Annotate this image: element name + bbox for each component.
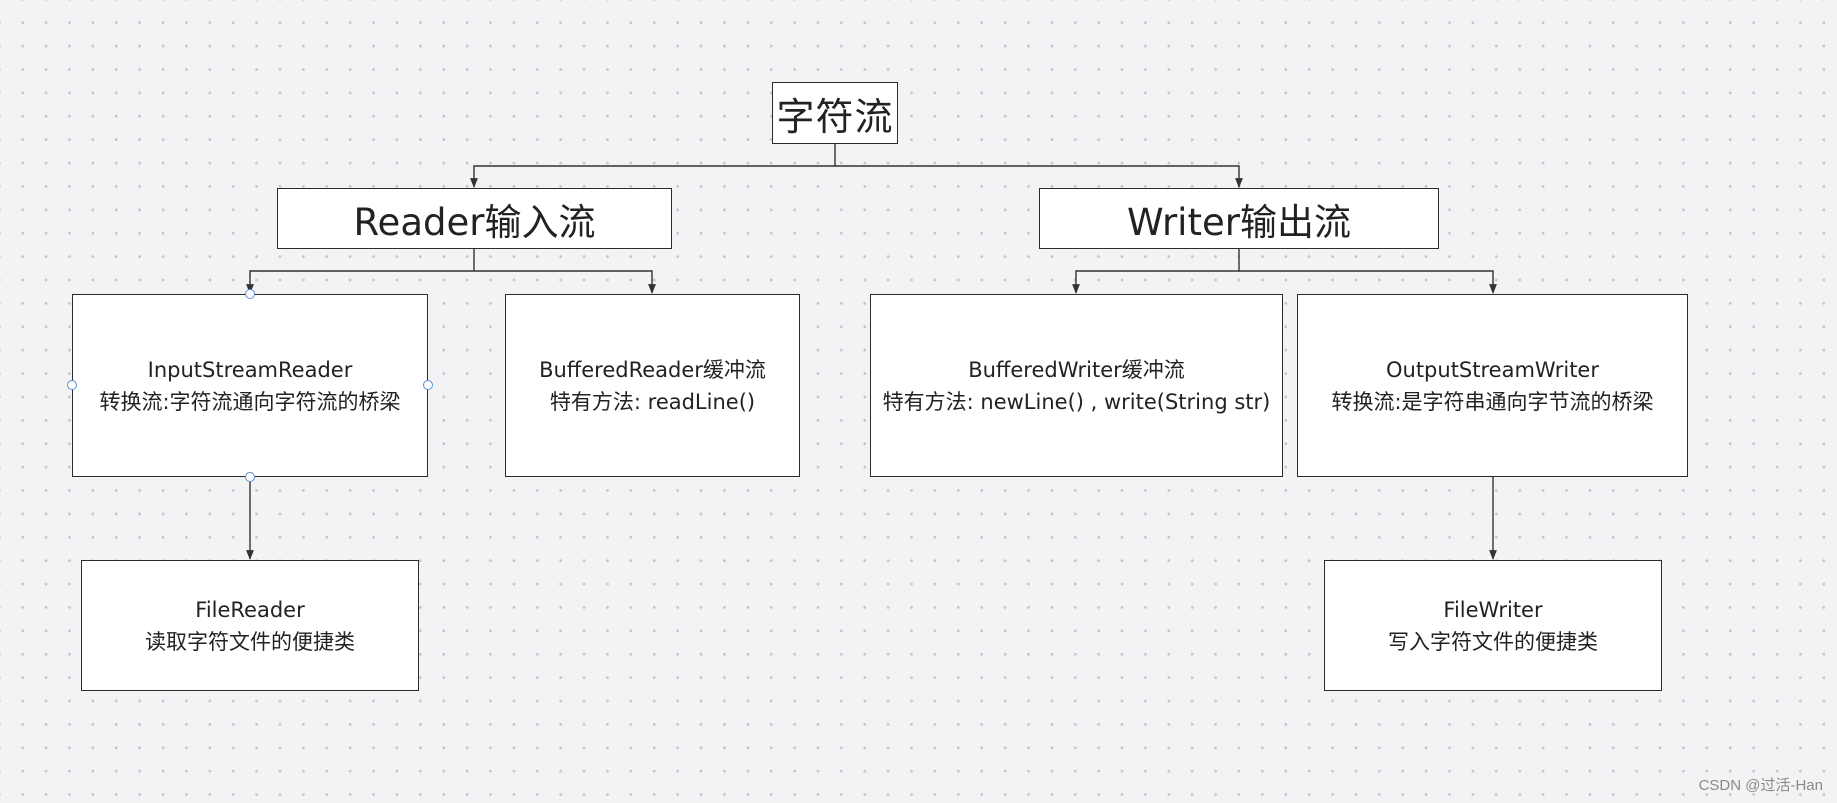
outputstreamwriter-node[interactable]: OutputStreamWriter 转换流:是字符串通向字节流的桥梁 xyxy=(1297,294,1688,477)
connector-root-to-writer xyxy=(835,165,1243,188)
bufferedwriter-description: 特有方法: newLine() , write(String str) xyxy=(882,389,1271,414)
bufferedwriter-node[interactable]: BufferedWriter缓冲流 特有方法: newLine() , writ… xyxy=(870,294,1283,477)
filereader-node[interactable]: FileReader 读取字符文件的便捷类 xyxy=(81,560,419,691)
filereader-description: 读取字符文件的便捷类 xyxy=(145,629,355,654)
selection-handle-bottom[interactable] xyxy=(245,472,255,482)
writer-node-title: Writer输出流 xyxy=(1127,200,1351,244)
outputstreamwriter-description: 转换流:是字符串通向字节流的桥梁 xyxy=(1331,389,1654,414)
bufferedwriter-name: BufferedWriter缓冲流 xyxy=(968,357,1185,382)
inputstreamreader-description: 转换流:字符流通向字符流的桥梁 xyxy=(99,389,401,414)
selection-handle-left[interactable] xyxy=(67,380,77,390)
bufferedreader-description: 特有方法: readLine() xyxy=(549,389,756,414)
filereader-name: FileReader xyxy=(195,597,305,622)
filewriter-name: FileWriter xyxy=(1443,597,1543,622)
watermark-text: CSDN @过活-Han xyxy=(1698,777,1823,794)
selection-handle-top[interactable] xyxy=(245,289,255,299)
outputstreamwriter-name: OutputStreamWriter xyxy=(1385,357,1599,382)
reader-node-title: Reader输入流 xyxy=(353,200,596,244)
connector-root-to-reader xyxy=(470,144,836,188)
root-node-title: 字符流 xyxy=(776,94,894,139)
inputstreamreader-name: InputStreamReader xyxy=(147,357,353,382)
bufferedreader-node[interactable]: BufferedReader缓冲流 特有方法: readLine() xyxy=(505,294,800,477)
filewriter-node[interactable]: FileWriter 写入字符文件的便捷类 xyxy=(1324,560,1662,691)
filewriter-description: 写入字符文件的便捷类 xyxy=(1388,629,1598,654)
connector-writer-to-outputstreamwriter xyxy=(1239,270,1497,294)
connector-writer-to-bufferedwriter xyxy=(1072,249,1240,294)
connector-reader-to-inputstreamreader xyxy=(246,249,475,294)
reader-node[interactable]: Reader输入流 xyxy=(277,188,672,249)
root-node-character-stream[interactable]: 字符流 xyxy=(772,82,898,144)
connector-reader-to-bufferedreader xyxy=(474,270,656,294)
inputstreamreader-node[interactable]: InputStreamReader 转换流:字符流通向字符流的桥梁 xyxy=(72,294,428,477)
bufferedreader-name: BufferedReader缓冲流 xyxy=(539,357,766,382)
writer-node[interactable]: Writer输出流 xyxy=(1039,188,1439,249)
selection-handle-right[interactable] xyxy=(423,380,433,390)
